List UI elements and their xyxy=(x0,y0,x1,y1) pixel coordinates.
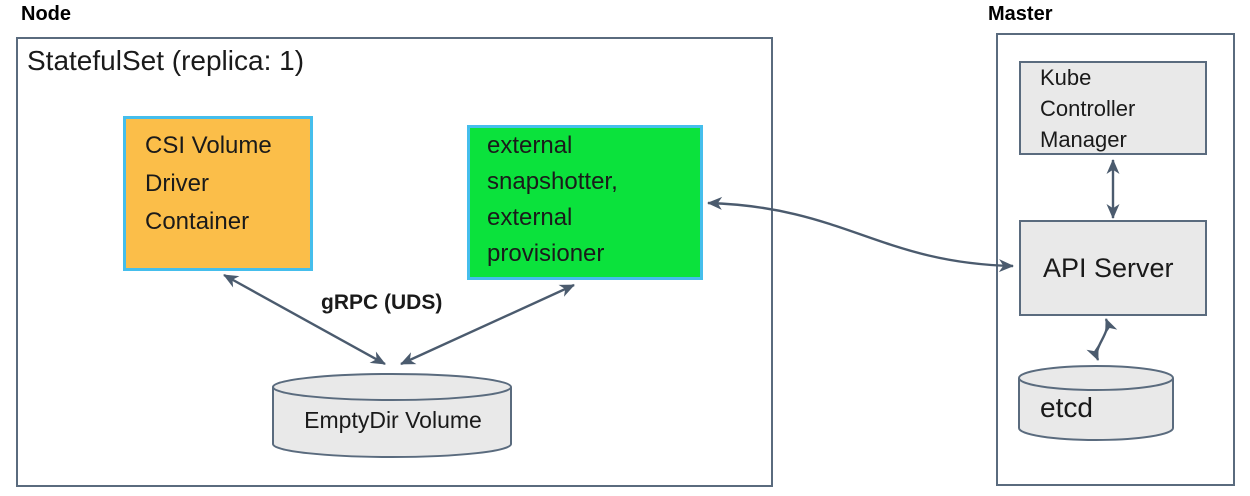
csi-driver-box xyxy=(123,116,313,271)
api-server-label: API Server xyxy=(1043,253,1174,283)
grpc-uds-label: gRPC (UDS) xyxy=(321,291,443,314)
kube-controller-manager-label: Kube Controller Manager xyxy=(1040,65,1136,152)
csi-driver-label: CSI Volume Driver Container xyxy=(145,132,272,235)
kube-controller-manager-box xyxy=(1019,61,1207,155)
sidecar-label: external snapshotter, external provision… xyxy=(487,132,618,267)
sidecar-box xyxy=(467,125,703,280)
node-label: Node xyxy=(21,3,71,25)
emptydir-volume-label: EmptyDir Volume xyxy=(304,407,482,433)
master-label: Master xyxy=(988,3,1053,25)
statefulset-title: StatefulSet (replica: 1) xyxy=(27,45,305,76)
api-server-box xyxy=(1019,220,1207,316)
etcd-label: etcd xyxy=(1040,392,1093,423)
